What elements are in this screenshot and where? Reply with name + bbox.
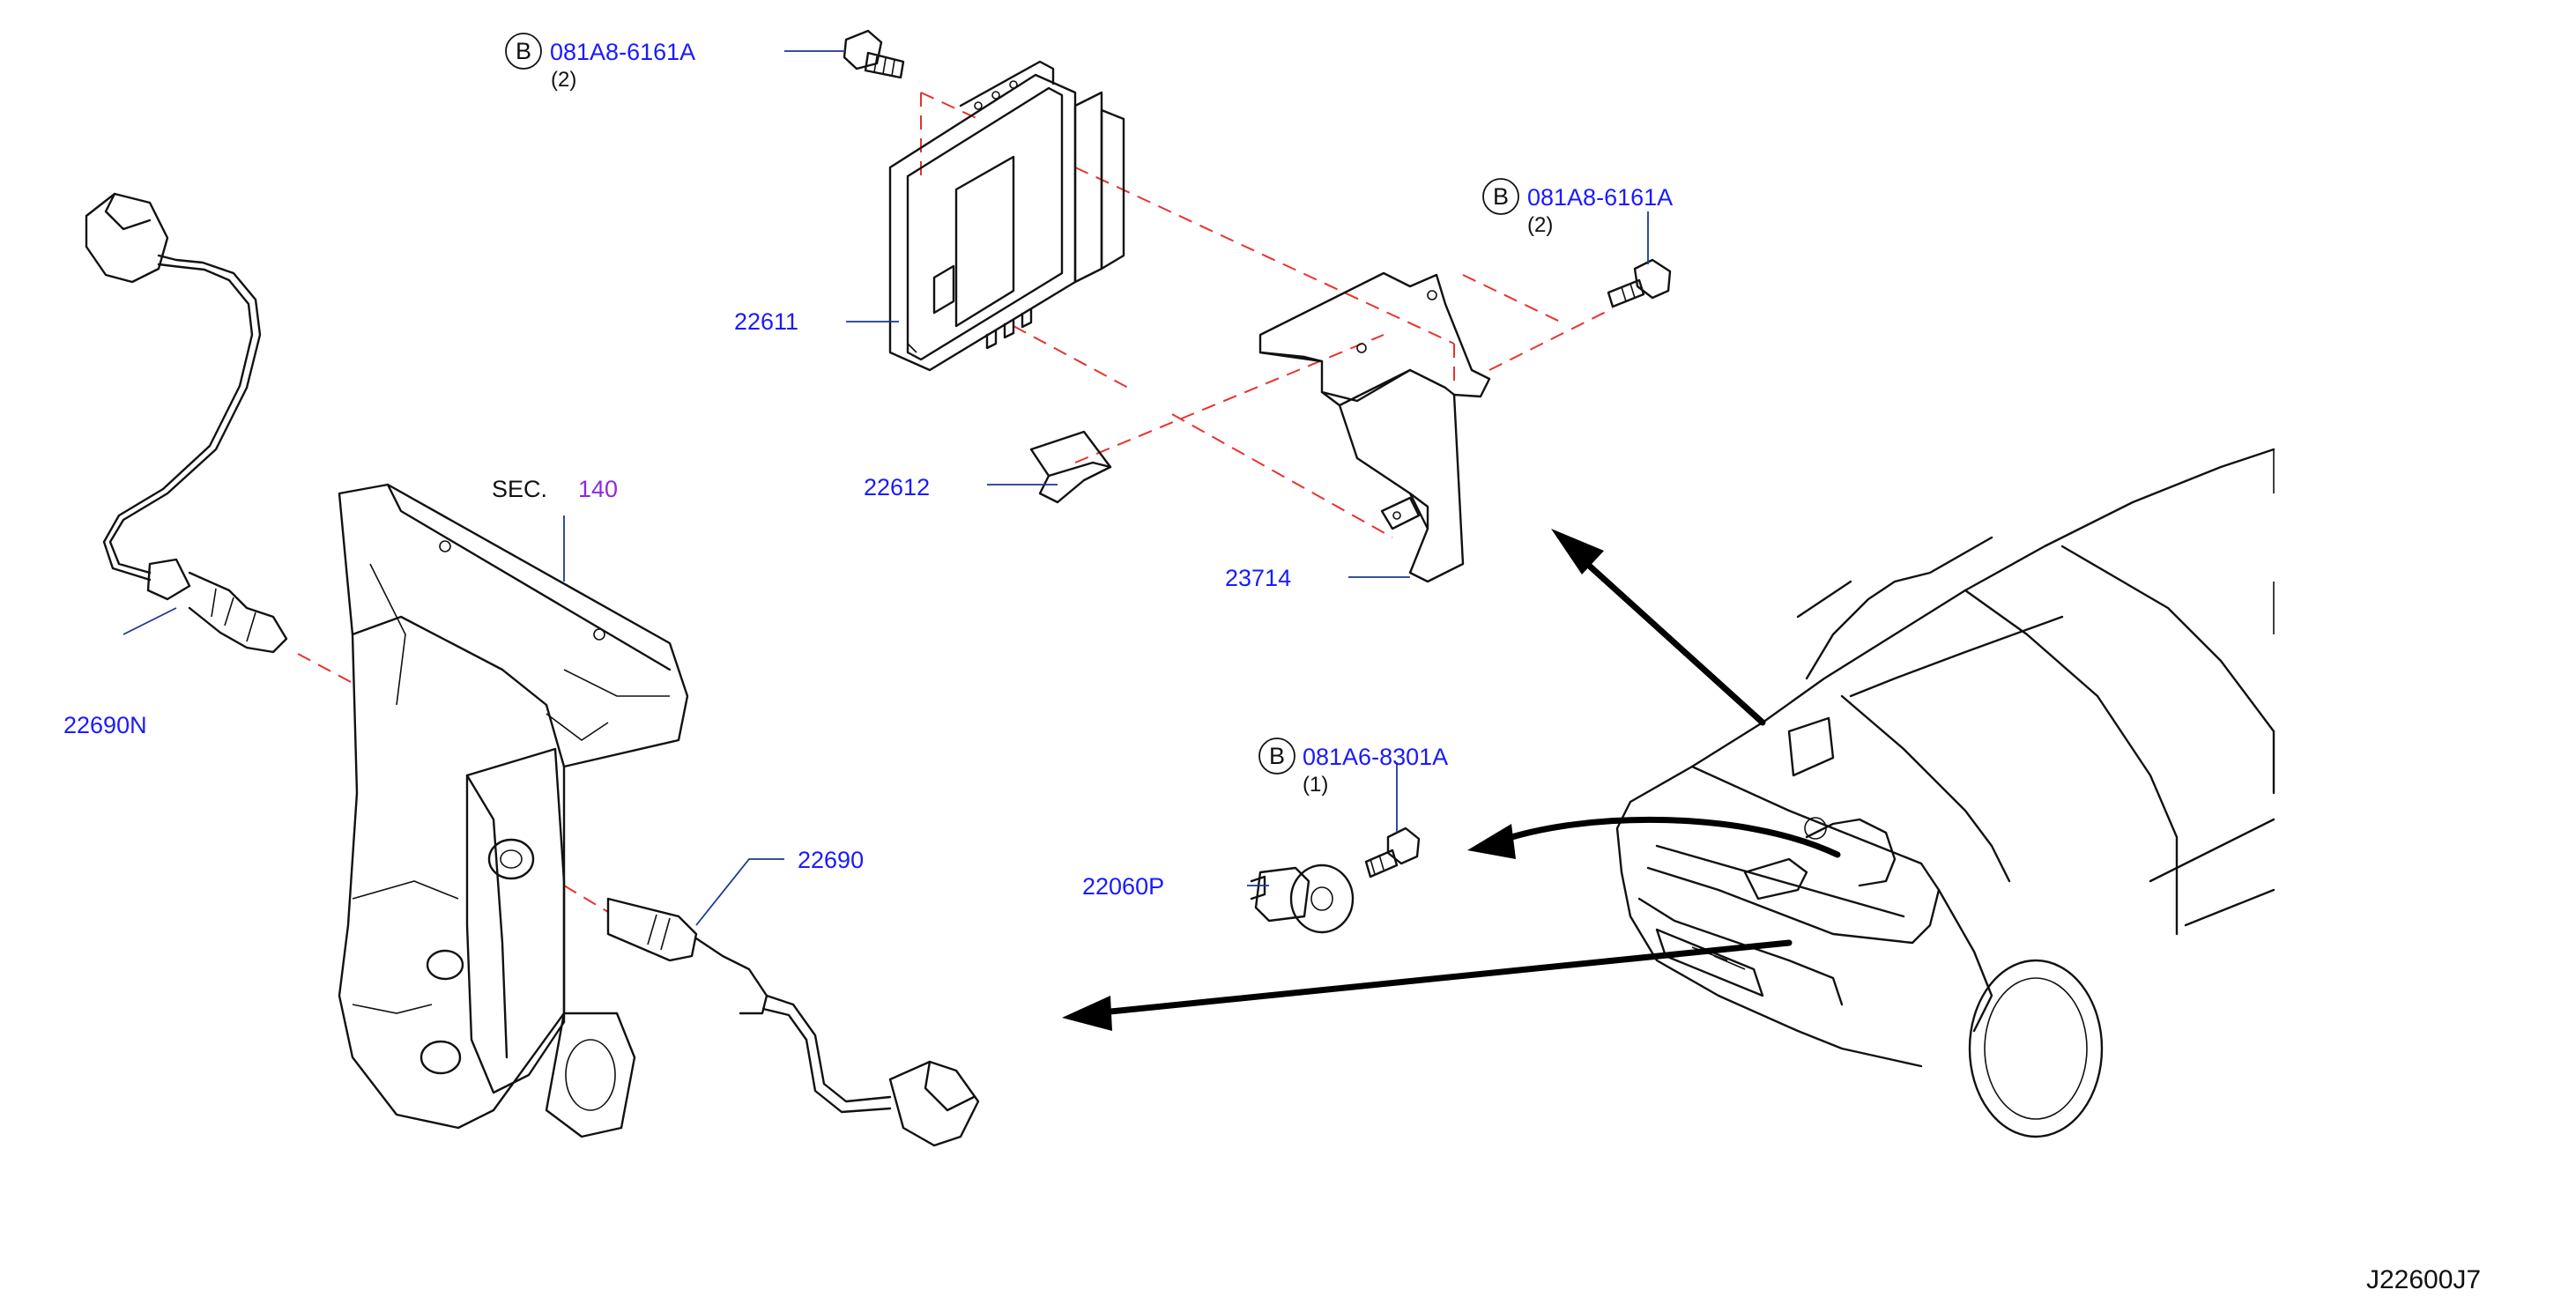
ecm-unit-drawing: [888, 60, 1125, 372]
front-o2-sensor-drawing: [85, 192, 288, 654]
rear-o2-sensor-drawing: [606, 897, 980, 1147]
section-prefix: SEC.: [492, 476, 547, 502]
location-arrows: [1062, 529, 1841, 1031]
bolt-quantity: (1): [1303, 773, 1328, 797]
vehicle-drawing: [1615, 448, 2275, 1138]
bolt-part-number[interactable]: 081A8-6161A: [550, 39, 695, 65]
ecm-clip-drawing: [1029, 430, 1112, 504]
bolt-type-letter: B: [516, 38, 531, 64]
bolt-drawing-top: [843, 29, 905, 79]
bolt-type-circle: [1482, 178, 1519, 215]
bolt-drawing-knock: [1364, 826, 1421, 878]
part-label-rear-o2-sensor[interactable]: 22690: [798, 847, 864, 873]
bolt-type-circle: [505, 33, 542, 70]
bolt-type-letter: B: [1493, 183, 1509, 210]
ecm-bracket-drawing: [1258, 271, 1491, 583]
dashed-alignment-lines: [297, 92, 1614, 913]
callout-bolt-top[interactable]: B 081A8-6161A (2): [505, 33, 695, 92]
exhaust-manifold-drawing: [338, 483, 689, 1138]
section-number[interactable]: 140: [578, 476, 618, 502]
leader-lines: [122, 50, 1649, 926]
bolt-part-number[interactable]: 081A8-6161A: [1527, 184, 1673, 211]
part-label-ecm[interactable]: 22611: [734, 308, 798, 335]
callout-bolt-knock[interactable]: B 081A6-8301A (1): [1258, 738, 1448, 797]
bolt-type-circle: [1258, 738, 1295, 775]
section-reference[interactable]: SEC. 140: [492, 476, 618, 502]
part-label-ecm-bracket[interactable]: 23714: [1225, 565, 1291, 591]
diagram-code: J22600J7: [2366, 1265, 2481, 1294]
callout-bolt-right[interactable]: B 081A8-6161A (2): [1482, 178, 1673, 237]
part-label-ecm-clip[interactable]: 22612: [864, 474, 930, 500]
knock-sensor-drawing: [1250, 864, 1355, 934]
bolt-drawing-right: [1607, 258, 1672, 308]
part-label-front-o2-sensor[interactable]: 22690N: [63, 712, 147, 738]
bolt-quantity: (2): [551, 68, 576, 92]
bolt-part-number[interactable]: 081A6-8301A: [1303, 744, 1448, 770]
part-label-knock-sensor[interactable]: 22060P: [1082, 873, 1164, 900]
bolt-quantity: (2): [1527, 213, 1553, 237]
bolt-type-letter: B: [1269, 743, 1285, 769]
